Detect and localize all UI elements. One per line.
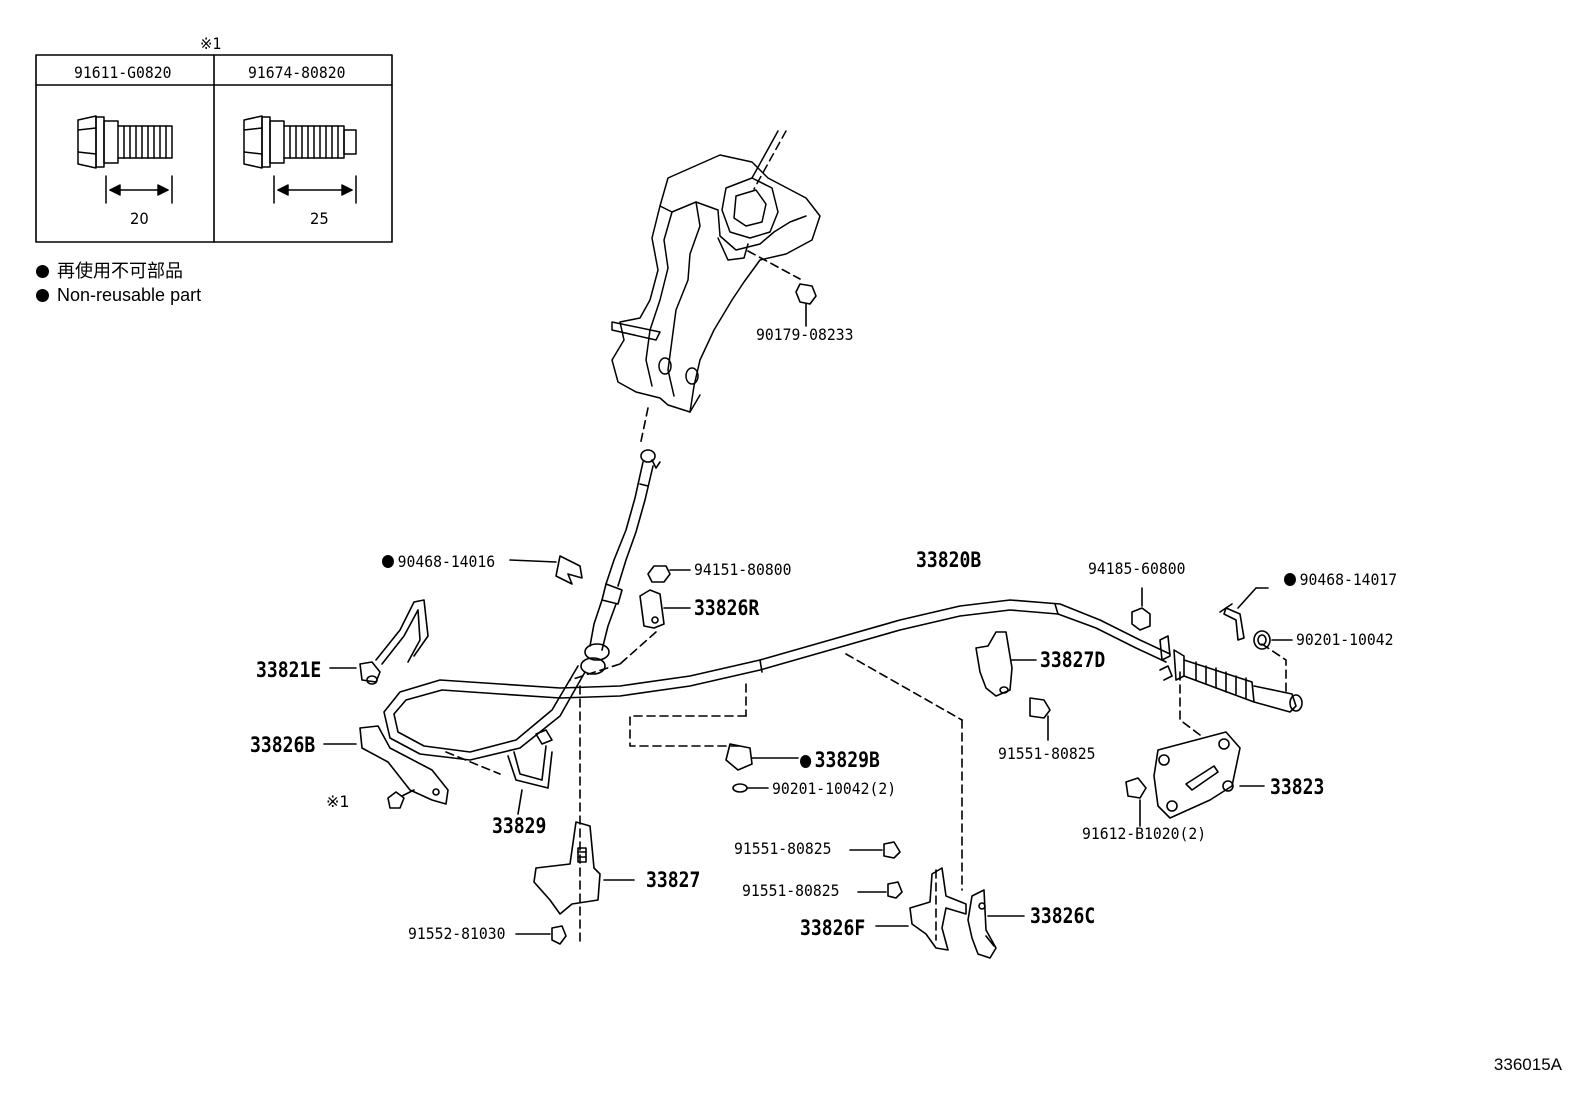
shift-cable [383, 449, 1171, 761]
part-label-90201-10042-2[interactable]: 90201-10042(2) [772, 779, 897, 798]
bracket-icon [975, 631, 1037, 697]
bolt-icon [243, 115, 357, 204]
legend-text-en: Non-reusable part [57, 285, 202, 305]
table-length-2: 25 [310, 209, 329, 228]
bolt-icon [387, 789, 415, 809]
part-label-91552-81030[interactable]: 91552-81030 [408, 924, 506, 943]
shift-lever-housing [611, 130, 821, 413]
part-label-91551-80825-b[interactable]: 91551-80825 [734, 839, 832, 858]
part-number: 90468-14017 [1299, 570, 1398, 589]
part-label-90179-08233[interactable]: 90179-08233 [756, 325, 854, 344]
wire-bracket-icon [507, 729, 553, 815]
non-reusable-dot-icon [36, 289, 49, 302]
non-reusable-dot-icon [36, 265, 49, 278]
part-label-33826B[interactable]: 33826B [250, 733, 316, 757]
bracket-icon [875, 867, 967, 951]
non-reusable-dot-icon [800, 755, 812, 768]
part-label-33820B[interactable]: 33820B [916, 548, 982, 572]
table-note-mark: ※1 [200, 34, 222, 53]
bolt-icon [849, 841, 901, 859]
bracket-icon [323, 725, 501, 805]
part-label-33827[interactable]: 33827 [646, 868, 701, 892]
part-number: 33829B [814, 748, 880, 772]
cable-end [1159, 635, 1303, 739]
washer-icon [1253, 630, 1293, 650]
note-mark-1: ※1 [326, 792, 350, 811]
part-label-90468-14017[interactable]: 90468-14017 [1284, 571, 1397, 589]
part-label-33821E[interactable]: 33821E [256, 658, 322, 682]
part-label-33826F[interactable]: 33826F [800, 916, 866, 940]
bracket-icon [569, 589, 691, 681]
legend-text-jp: 再使用不可部品 [57, 261, 183, 281]
part-label-91551-80825-c[interactable]: 91551-80825 [742, 881, 840, 900]
part-label-33829B[interactable]: 33829B [800, 748, 880, 772]
part-label-91551-80825-a[interactable]: 91551-80825 [998, 744, 1096, 763]
part-label-33823[interactable]: 33823 [1270, 775, 1325, 799]
bolt-icon [1125, 777, 1147, 827]
part-label-94151-80800[interactable]: 94151-80800 [694, 560, 792, 579]
bolt-icon [857, 881, 903, 899]
part-number: 90468-14016 [397, 552, 496, 571]
clip-icon [509, 555, 583, 585]
bolt-icon [77, 115, 173, 204]
washer-icon [732, 783, 769, 793]
part-label-33826R[interactable]: 33826R [694, 596, 760, 620]
legend-line-jp: 再使用不可部品 [36, 260, 183, 282]
bolt-reference-table [35, 54, 393, 243]
part-label-94185-60800[interactable]: 94185-60800 [1088, 559, 1186, 578]
bolt-icon [515, 925, 567, 945]
non-reusable-dot-icon [1284, 573, 1296, 586]
bracket-icon [967, 889, 1025, 959]
part-label-33826C[interactable]: 33826C [1030, 904, 1096, 928]
clip-icon [1219, 587, 1269, 641]
nut-icon [647, 565, 691, 583]
bolt-icon [1029, 697, 1051, 741]
table-header-part-2: 91674-80820 [248, 63, 346, 82]
part-label-90468-14016[interactable]: 90468-14016 [382, 553, 495, 571]
part-label-90201-10042[interactable]: 90201-10042 [1296, 630, 1394, 649]
part-label-33827D[interactable]: 33827D [1040, 648, 1106, 672]
part-label-33829[interactable]: 33829 [492, 814, 547, 838]
bracket-plate-icon [1153, 731, 1265, 819]
catalog-id: 336015A [1493, 1055, 1562, 1074]
table-header-part-1: 91611-G0820 [74, 63, 172, 82]
legend-line-en: Non-reusable part [36, 284, 201, 306]
nut-icon [795, 283, 817, 327]
bushing-icon [1131, 587, 1151, 631]
part-label-91612-B1020-2[interactable]: 91612-B1020(2) [1082, 824, 1207, 843]
table-length-1: 20 [130, 209, 149, 228]
clip-icon [725, 743, 799, 771]
spring-clip-icon [329, 599, 429, 685]
non-reusable-dot-icon [382, 555, 394, 568]
bracket-icon [533, 685, 635, 947]
